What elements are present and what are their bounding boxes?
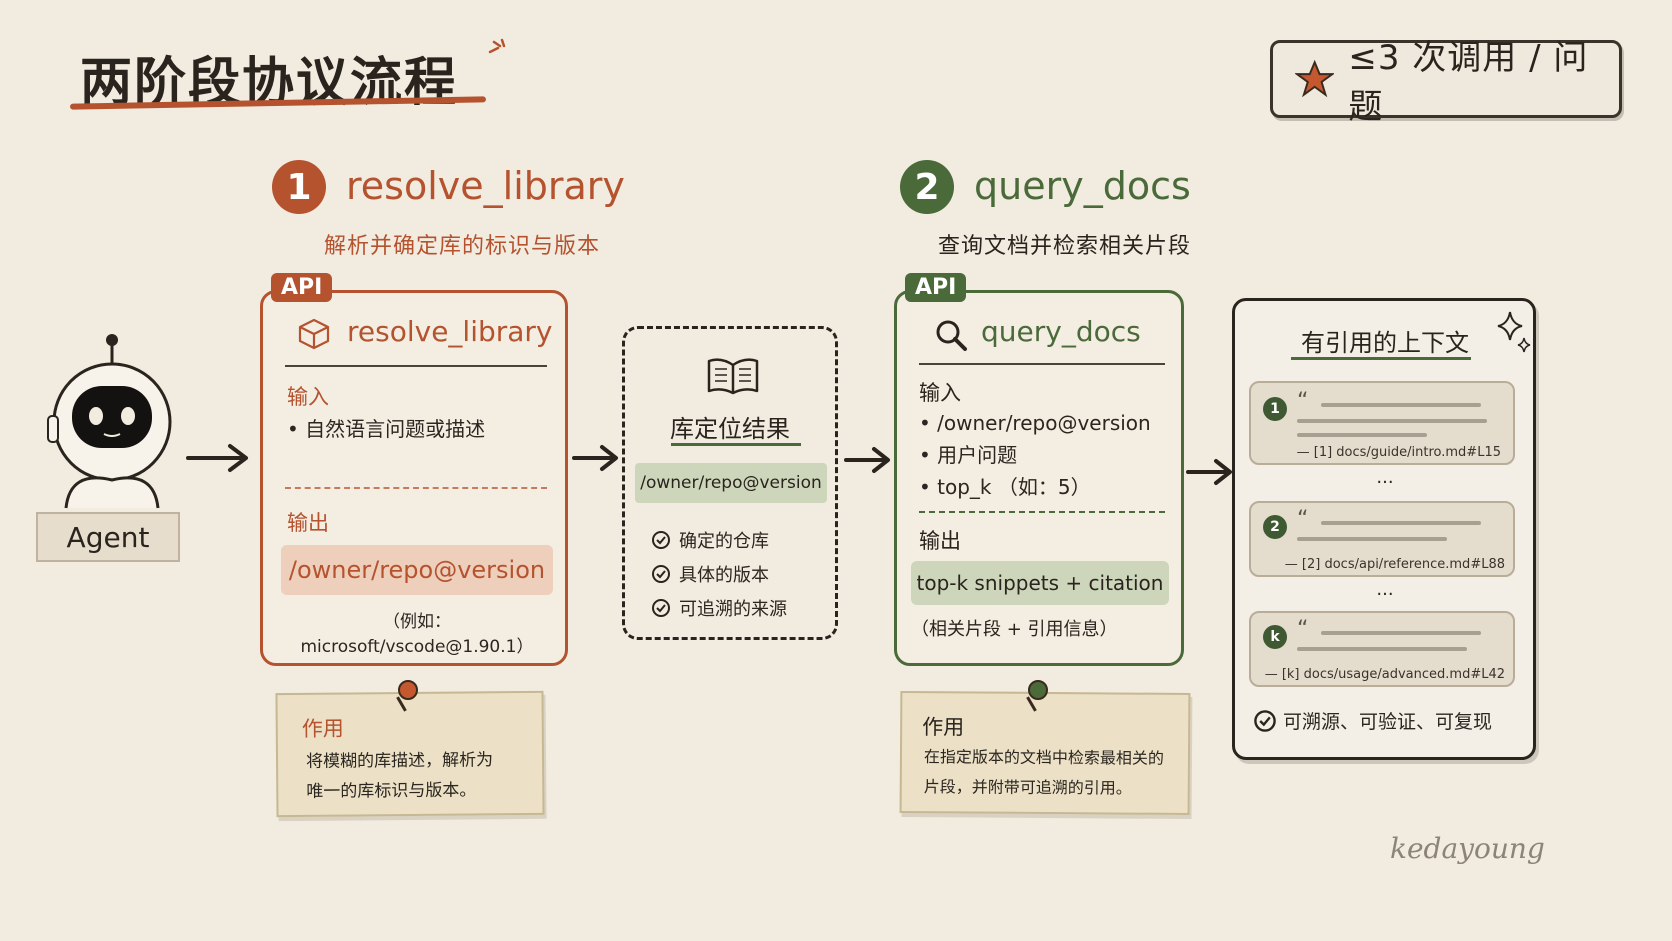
- output-example: （例如：microsoft/vscode@1.90.1）: [300, 612, 534, 657]
- robot-icon: [47, 334, 172, 509]
- check-item: 可追溯的来源: [651, 595, 787, 621]
- quote-icon: “: [1297, 617, 1309, 642]
- context-snippet: 2 “ — [2] docs/api/reference.md#L88: [1249, 501, 1515, 577]
- card-title: query_docs: [981, 315, 1141, 348]
- note-line: 片段，并附带可追溯的引用。: [923, 777, 1132, 798]
- quote-icon: “: [1297, 507, 1309, 532]
- sparkle-icon: [1497, 311, 1531, 353]
- output-label: 输出: [919, 529, 961, 553]
- quote-icon: “: [1297, 389, 1309, 414]
- section-divider: [285, 487, 547, 489]
- card-title: resolve_library: [347, 315, 553, 348]
- snippet-number: 1: [1263, 397, 1287, 421]
- context-snippet: k “ — [k] docs/usage/advanced.md#L42: [1249, 611, 1515, 687]
- note-title: 作用: [922, 715, 965, 740]
- input-label: 输入: [287, 385, 329, 409]
- calls-limit-badge: ≤3 次调用 / 问题: [1270, 38, 1622, 127]
- step2-purpose-note: 作用 在指定版本的文档中检索最相关的 片段，并附带可追溯的引用。: [899, 690, 1191, 816]
- step2-number: 2: [900, 160, 954, 214]
- ellipsis: ...: [1376, 467, 1394, 488]
- pin-icon: [398, 680, 418, 700]
- placeholder-line: [1297, 537, 1447, 541]
- placeholder-line: [1297, 433, 1427, 437]
- placeholder-line: [1297, 647, 1467, 651]
- section-divider: [919, 511, 1165, 513]
- check-circle-icon: [1254, 709, 1276, 732]
- spark-icon: [488, 38, 506, 54]
- agent-label: Agent: [66, 520, 150, 554]
- locate-value: /owner/repo@version: [640, 473, 822, 493]
- signature: kedayoung: [1390, 832, 1545, 865]
- check-item: 具体的版本: [651, 561, 769, 587]
- input-label: 输入: [919, 381, 961, 405]
- ellipsis: ...: [1376, 579, 1394, 600]
- search-icon: [936, 320, 967, 351]
- context-title: 有引用的上下文: [1301, 329, 1469, 357]
- context-footer: 可溯源、可验证、可复现: [1253, 707, 1492, 734]
- cube-icon: [298, 318, 330, 350]
- card-divider: [919, 363, 1165, 365]
- arrow-agent-to-step1: [186, 444, 248, 472]
- context-snippet: 1 “ — [1] docs/guide/intro.md#L15: [1249, 381, 1515, 465]
- note-line: 将模糊的库描述，解析为: [305, 750, 494, 772]
- check-circle-icon: [652, 531, 670, 549]
- locate-value-box: /owner/repo@version: [635, 463, 827, 503]
- placeholder-line: [1321, 521, 1481, 525]
- api-tag: API: [905, 273, 967, 302]
- snippet-number: k: [1263, 625, 1287, 649]
- resolve-library-card: API resolve_library 输入 • 自然语言问题或描述 输出 /o…: [260, 273, 568, 666]
- input-item: • top_k （如：5）: [919, 475, 1091, 499]
- agent-label-box: Agent: [36, 512, 180, 562]
- query-docs-card: API query_docs 输入 • /owner/repo@version …: [894, 273, 1184, 666]
- placeholder-line: [1297, 419, 1487, 423]
- card-divider: [285, 365, 547, 367]
- output-value-box: top-k snippets + citation: [911, 561, 1169, 605]
- note-line: 唯一的库标识与版本。: [306, 780, 477, 802]
- context-title-underline: [1291, 357, 1471, 360]
- pin-icon: [1028, 680, 1048, 700]
- step2-description: 查询文档并检索相关片段: [938, 234, 1192, 259]
- placeholder-line: [1321, 403, 1481, 407]
- api-tag: API: [271, 273, 333, 302]
- arrow-locate-to-step2: [844, 447, 890, 473]
- step1-number: 1: [272, 160, 326, 214]
- agent: Agent: [36, 330, 196, 570]
- check-item: 确定的仓库: [651, 527, 769, 553]
- note-title: 作用: [301, 716, 344, 741]
- locate-title-underline: [671, 443, 801, 446]
- cited-context-card: 有引用的上下文 1 “ — [1] docs/guide/intro.md#L1…: [1232, 298, 1536, 760]
- locate-title: 库定位结果: [670, 415, 790, 443]
- check-circle-icon: [652, 599, 670, 617]
- arrow-step1-to-locate: [572, 445, 618, 471]
- output-value-box: /owner/repo@version: [281, 545, 553, 595]
- snippet-number: 2: [1263, 515, 1287, 539]
- input-item: • 自然语言问题或描述: [287, 417, 486, 441]
- step1-name: resolve_library: [346, 164, 625, 208]
- step1-description: 解析并确定库的标识与版本: [324, 234, 601, 259]
- input-item: • /owner/repo@version: [919, 411, 1151, 435]
- arrow-step2-to-context: [1186, 459, 1232, 485]
- snippet-source: — [k] docs/usage/advanced.md#L42: [1264, 667, 1505, 682]
- output-value: top-k snippets + citation: [916, 571, 1164, 595]
- step1-purpose-note: 作用 将模糊的库描述，解析为 唯一的库标识与版本。: [275, 690, 545, 818]
- note-line: 在指定版本的文档中检索最相关的: [923, 747, 1165, 768]
- snippet-source: — [1] docs/guide/intro.md#L15: [1296, 445, 1501, 460]
- library-locate-result-card: 库定位结果 /owner/repo@version 确定的仓库 具体的版本 可追…: [622, 326, 838, 640]
- snippet-source: — [2] docs/api/reference.md#L88: [1284, 557, 1505, 572]
- output-value: /owner/repo@version: [288, 556, 546, 584]
- check-circle-icon: [652, 565, 670, 583]
- output-label: 输出: [287, 511, 329, 535]
- star-icon: [1295, 59, 1335, 98]
- input-item: • 用户问题: [919, 443, 1018, 467]
- output-note: （相关片段 + 引用信息）: [911, 619, 1118, 640]
- open-book-icon: [707, 358, 759, 395]
- step2-name: query_docs: [974, 164, 1191, 208]
- badge-text: ≤3 次调用 / 问题: [1348, 38, 1589, 127]
- placeholder-line: [1321, 631, 1481, 635]
